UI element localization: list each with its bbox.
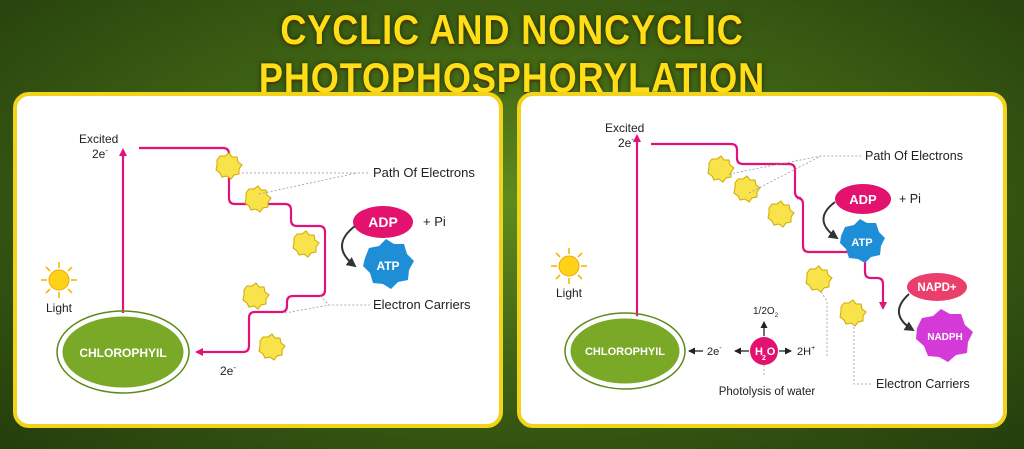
electron-carrier [258,333,286,361]
svg-text:CHLOROPHYIL: CHLOROPHYIL [79,346,166,360]
water-molecule: H 2 O [750,337,778,365]
sun-icon [41,262,77,298]
page-title: CYCLIC AND NONCYCLIC PHOTOPHOSPHORYLATIO… [258,6,766,101]
phosphorylation-arrow [341,225,357,268]
path-of-electrons-label: Path Of Electrons [865,149,963,163]
noncyclic-diagram: Light Excited 2e- Path O [551,121,973,398]
adp-badge: ADP [835,184,891,214]
electron-carrier [707,155,735,183]
adp-badge: ADP [353,206,413,238]
electron-carriers-label: Electron Carriers [876,377,970,391]
svg-text:H: H [755,346,763,358]
chlorophyll: CHLOROPHYIL [564,312,686,390]
oxygen-label: 1/2O2 [753,306,779,319]
svg-text:NADPH: NADPH [927,332,963,343]
electron-carrier [215,152,243,180]
photolysis-label: Photolysis of water [719,386,816,398]
return-electrons-label: 2e- [220,363,236,378]
phosphorylation-arrow [822,201,839,240]
electron-carrier [242,282,270,310]
electron-carrier [839,299,867,327]
electrons-label: 2e- [707,345,722,358]
cyclic-panel: Light Excited 2e- Path Of Electro [13,92,503,428]
phosphate-label: + Pi [899,192,921,206]
electron-carrier [767,200,795,228]
leader-lines [242,172,370,314]
reduction-arrow [898,293,915,332]
excited-electrons-label: 2e- [618,135,634,150]
cyclic-diagram: Light Excited 2e- Path Of Electro [41,132,475,394]
electron-carrier [805,265,833,293]
svg-text:ATP: ATP [851,237,872,249]
electron-path [119,146,327,356]
nadph-badge: NADPH [916,309,973,362]
excited-label: Excited [605,121,644,135]
electron-carrier [733,175,761,203]
chlorophyll: CHLOROPHYIL [56,310,190,394]
svg-text:O: O [767,346,776,358]
light-label: Light [556,286,583,300]
electron-carrier [292,230,320,258]
electron-carrier [244,185,272,213]
protons-label: 2H+ [797,345,815,358]
atp-badge: ATP [840,219,885,263]
path-of-electrons-label: Path Of Electrons [373,165,475,180]
sun-icon [551,248,587,284]
svg-text:CHLOROPHYIL: CHLOROPHYIL [585,346,665,358]
svg-text:ADP: ADP [368,214,398,230]
svg-text:ADP: ADP [849,192,877,207]
napd-badge: NAPD+ [907,273,967,301]
light-label: Light [46,301,73,315]
svg-text:2: 2 [762,355,766,362]
noncyclic-panel: Light Excited 2e- Path O [517,92,1007,428]
svg-text:NAPD+: NAPD+ [917,282,957,294]
electron-carriers-label: Electron Carriers [373,297,471,312]
svg-text:ATP: ATP [376,259,399,273]
atp-badge: ATP [363,239,414,289]
excited-electrons-label: 2e- [92,146,108,161]
phosphate-label: + Pi [423,214,446,229]
excited-label: Excited [79,132,118,146]
